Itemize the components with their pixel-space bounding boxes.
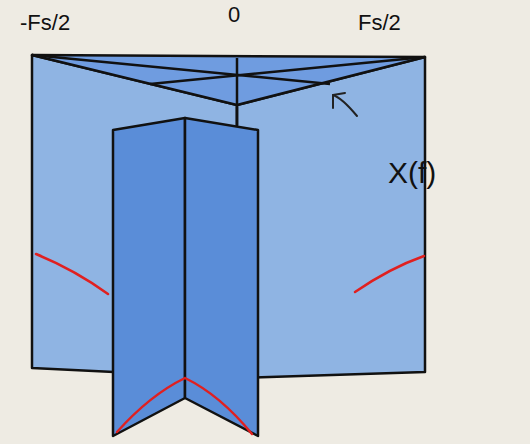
front-right-wing (185, 118, 258, 436)
spectrum-curve (355, 256, 424, 292)
top-spine (236, 58, 239, 105)
curved-arrow (333, 95, 357, 116)
back-right-panel (237, 57, 425, 378)
arrow-head (333, 93, 345, 108)
axis-label: 0 (228, 4, 240, 26)
spine (236, 105, 239, 125)
spectrum-label: X(f) (388, 158, 436, 188)
top-diagonal (150, 57, 425, 84)
axis-label: -Fs/2 (20, 12, 70, 34)
axis-label: Fs/2 (358, 12, 401, 34)
spectrum-curve (36, 254, 108, 294)
front-left-wing (113, 118, 185, 436)
spectrum-curve (117, 378, 252, 434)
top-face (32, 55, 425, 105)
